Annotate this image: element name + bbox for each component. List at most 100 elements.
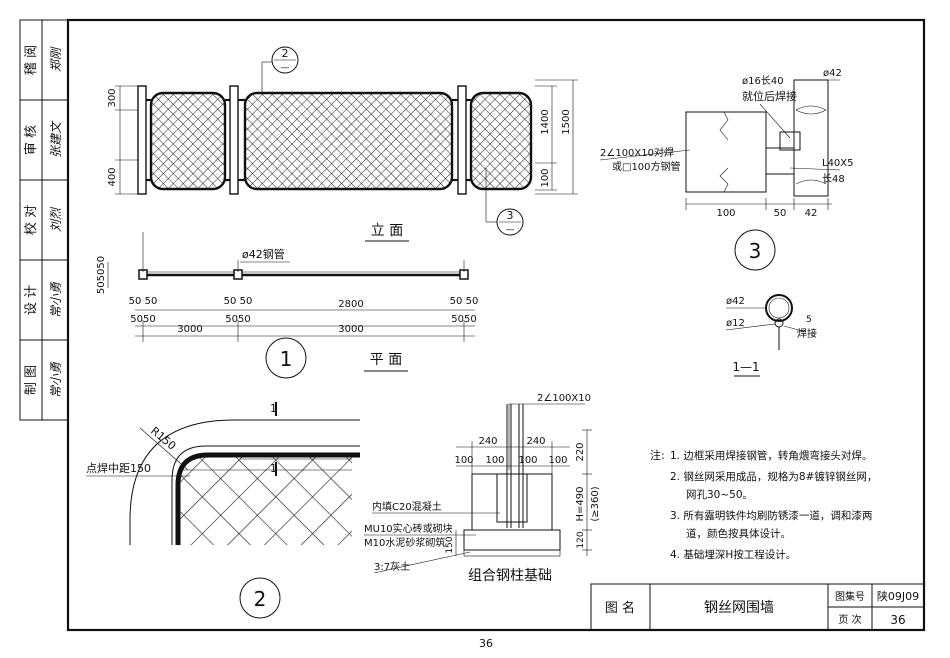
detail-3: ø16长40 就位后焊接 ø42 2∠100X10对焊 或□100方钢管 L40… (599, 68, 854, 271)
tb-drawing-name: 钢丝网围墙 (704, 600, 774, 616)
plan-dim-row2-a: 5050 (130, 314, 155, 325)
plan-dim-5050-a: 50 50 (129, 296, 158, 307)
s11-weld: 焊接 (797, 327, 817, 340)
d3-rod: ø16长40 (742, 75, 784, 87)
s11-12: ø12 (726, 318, 745, 329)
post-1 (137, 85, 147, 195)
detail-2: R150 点焊中距150 1 1 2 (86, 402, 360, 619)
fd-dim-h2: (≥360) (590, 486, 601, 521)
fd-dim-100-2: 100 (485, 455, 504, 466)
note-3b: 道，颜色按具体设计。 (686, 527, 791, 540)
tb-page-no: 36 (890, 613, 905, 627)
d2-number: 2 (254, 587, 267, 611)
elev-dim-100: 100 (540, 168, 551, 187)
plan-dim-row2-c: 5050 (451, 314, 476, 325)
notes-block: 注: 1. 边框采用焊接钢管，转角煨弯接头对焊。 2. 钢丝网采用成品，规格为8… (650, 448, 877, 561)
fd-brick: MU10实心砖或砌块 (364, 522, 453, 535)
mesh-panel-1 (149, 91, 227, 191)
fd-concrete: 内填C20混凝土 (372, 500, 442, 513)
footer-page-number: 36 (479, 637, 493, 650)
post-2 (229, 85, 239, 195)
fd-dim-100-3: 100 (518, 455, 537, 466)
plan-view: ø42钢管 505050 50 50 50 50 2800 50 50 5050… (96, 232, 479, 379)
side-sign-5: 常小勇 (49, 361, 63, 398)
side-role-2: 审 核 (24, 125, 39, 155)
plan-pipe-label: ø42钢管 (242, 247, 285, 261)
title-block: 图 名 钢丝网围墙 图集号 陕09J09 页 次 36 (590, 583, 925, 631)
side-role-4: 设 计 (24, 285, 39, 315)
post-3 (457, 85, 467, 195)
svg-text:—: — (281, 63, 290, 73)
d3-dim-100: 100 (716, 208, 735, 219)
d3-number: 3 (749, 239, 762, 263)
d3-len48: 长48 (822, 173, 845, 185)
fd-lime: 3:7灰土 (374, 560, 410, 573)
tb-label-name: 图 名 (605, 600, 635, 616)
fd-dim-240-b: 240 (526, 436, 545, 447)
fd-dim-100-1: 100 (454, 455, 473, 466)
notes-title: 注: (650, 448, 665, 462)
side-role-1: 稽 阅 (24, 45, 39, 75)
d3-weld: 就位后焊接 (742, 89, 797, 103)
d3-pipe42: ø42 (823, 68, 842, 79)
elevation-caption: 立 面 (371, 223, 403, 239)
side-sign-1: 郑刚 (49, 46, 63, 72)
s11-caption: 1—1 (732, 360, 759, 374)
fd-dim-150: 150 (445, 536, 455, 553)
tb-atlas-no: 陕09J09 (877, 589, 919, 603)
mesh-panel-3 (469, 91, 533, 191)
elev-dim-400: 400 (107, 167, 118, 186)
plan-caption: 平 面 (370, 352, 402, 368)
side-signature-block: 稽 阅 郑刚 审 核 张建文 校 对 刘烈 设 计 常小勇 制 图 常小勇 (19, 19, 69, 421)
plan-dim-row2-b: 5050 (225, 314, 250, 325)
fd-dim-100-4: 100 (548, 455, 567, 466)
note-2b: 网孔30~50。 (686, 488, 753, 501)
elev-dim-1400: 1400 (540, 109, 551, 134)
note-1: 1. 边框采用焊接钢管，转角煨弯接头对焊。 (670, 449, 872, 462)
fd-dim-220: 220 (575, 442, 586, 461)
d3-angle: 2∠100X10对焊 (600, 146, 674, 159)
d2-sect-mark-a: 1 (270, 402, 277, 415)
plan-dim-3000-a: 3000 (177, 324, 202, 335)
d3-dim-50: 50 (774, 208, 787, 219)
side-sign-4: 常小勇 (49, 281, 63, 318)
fd-mortar: M10水泥砂浆砌筑 (364, 536, 445, 549)
plan-dim-505050: 505050 (96, 256, 107, 294)
fd-dim-120: 120 (576, 531, 586, 548)
note-2: 2. 钢丝网采用成品，规格为8#镀锌钢丝网， (670, 470, 877, 483)
elevation-view: 300 400 1400 1500 100 2 — 3 — 立 面 (107, 46, 578, 242)
plan-dim-5050-b: 50 50 (224, 296, 253, 307)
side-sign-3: 刘烈 (49, 206, 63, 232)
fd-caption: 组合钢柱基础 (468, 567, 552, 584)
note-4: 4. 基础埋深H按工程设计。 (670, 548, 796, 561)
d3-square: 或□100方钢管 (612, 160, 681, 173)
d3-dim-42: 42 (805, 208, 818, 219)
elev-callout-2: 2 (282, 47, 289, 60)
plan-dim-2800: 2800 (338, 299, 363, 310)
side-role-3: 校 对 (23, 205, 39, 235)
s11-pipe42: ø42 (726, 296, 745, 307)
d2-sect-mark-b: 1 (270, 462, 277, 475)
mesh-panel-2 (243, 91, 454, 191)
fd-top-label: 2∠100X10 (537, 393, 591, 404)
d3-L40: L40X5 (822, 158, 854, 169)
fd-dim-240-a: 240 (478, 436, 497, 447)
section-1-1: ø42 ø12 5 焊接 1—1 (725, 294, 817, 377)
elev-callout-3: 3 (507, 209, 514, 222)
plan-dim-5050-c: 50 50 (450, 296, 479, 307)
tb-label-page: 页 次 (838, 613, 861, 626)
foundation-detail: 2∠100X10 240 240 100 100 100 100 220 H=4… (364, 393, 601, 584)
side-sign-2: 张建文 (49, 120, 63, 158)
tb-label-atlas: 图集号 (835, 590, 865, 603)
elev-dim-300: 300 (107, 88, 118, 107)
fd-dim-h: H=490 (575, 487, 586, 522)
plan-detail-number: 1 (280, 347, 293, 371)
side-role-5: 制 图 (24, 365, 39, 395)
note-3: 3. 所有露明铁件均刷防锈漆一道，调和漆两 (670, 509, 872, 522)
svg-text:—: — (506, 225, 515, 235)
s11-5: 5 (806, 315, 812, 325)
plan-dim-3000-b: 3000 (338, 324, 363, 335)
d2-spot-weld: 点焊中距150 (86, 461, 151, 475)
elev-dim-1500: 1500 (561, 109, 572, 134)
